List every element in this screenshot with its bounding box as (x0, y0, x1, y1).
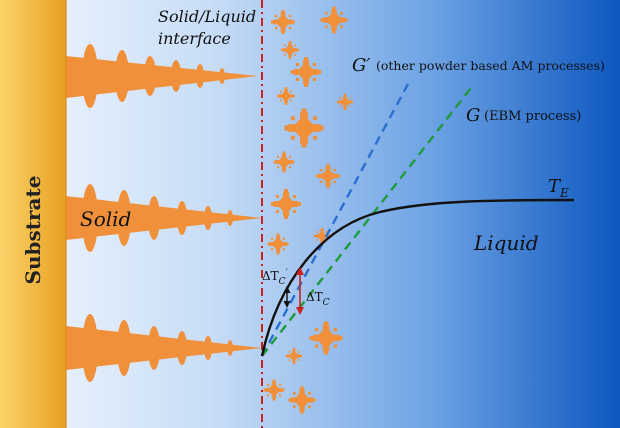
interface-label-line1: Solid/Liquid (158, 7, 256, 26)
dendrite-group (66, 44, 262, 382)
dtc-prime-main: ΔT (262, 269, 279, 283)
undercooling-prime-arrow (283, 286, 291, 308)
interface-label-line2: interface (158, 29, 231, 48)
te-label: TE (548, 176, 569, 200)
g-prime-line (260, 83, 410, 357)
dtc-prime-sub: C (279, 277, 286, 287)
liquid-label: Liquid (473, 231, 539, 255)
undercooling-arrow (296, 267, 304, 315)
g-prime-symbol: G′ (352, 55, 370, 76)
dtc-label: ΔTC (306, 290, 330, 308)
g-description: (EBM process) (484, 109, 581, 124)
dtc-prime-mark: ′ (286, 268, 289, 279)
dtc-sub: C (323, 298, 330, 308)
substrate-bar (0, 0, 66, 428)
dtc-prime-label: ΔTC′ (262, 268, 289, 287)
substrate-label: Substrate (21, 176, 45, 285)
te-curve (260, 198, 575, 357)
dtc-main: ΔT (306, 290, 323, 304)
dendrite-bottom (66, 314, 262, 382)
dendrite-top (66, 44, 258, 108)
g-symbol: G (466, 105, 480, 126)
g-line (261, 83, 475, 357)
dendrite-middle (66, 184, 262, 252)
te-label-sub: E (559, 186, 569, 200)
solid-label: Solid (80, 207, 131, 231)
g-prime-description: (other powder based AM processes) (376, 58, 605, 73)
te-label-main: T (548, 176, 562, 197)
